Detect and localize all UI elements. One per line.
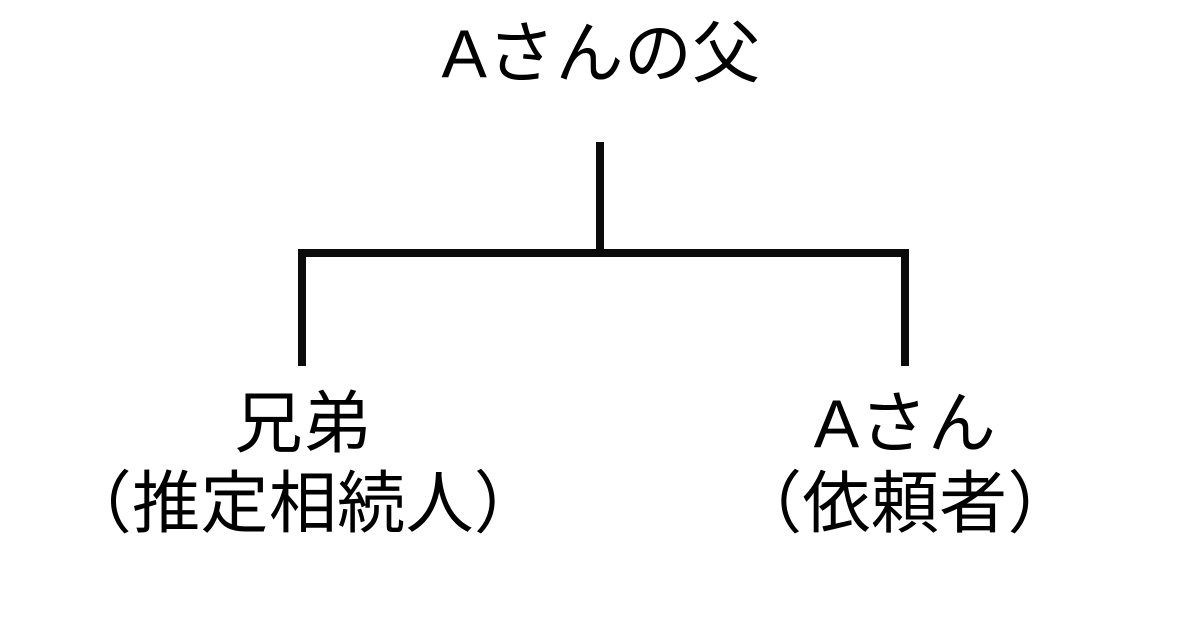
node-father-label: Aさんの父	[441, 16, 761, 92]
connector-drop-right	[901, 249, 909, 366]
node-sibling-label: 兄弟	[234, 386, 372, 462]
node-client: Aさん （依頼者）	[734, 384, 1076, 544]
connector-horizontal-bar	[298, 249, 909, 257]
node-client-label: Aさん	[813, 386, 997, 462]
connector-vertical-stem	[596, 142, 604, 257]
node-sibling: 兄弟 （推定相続人）	[64, 384, 542, 544]
node-client-sublabel: （依頼者）	[734, 466, 1076, 543]
node-sibling-sublabel: （推定相続人）	[63, 466, 543, 543]
connector-drop-left	[298, 249, 306, 366]
node-father: Aさんの父	[0, 14, 1203, 94]
